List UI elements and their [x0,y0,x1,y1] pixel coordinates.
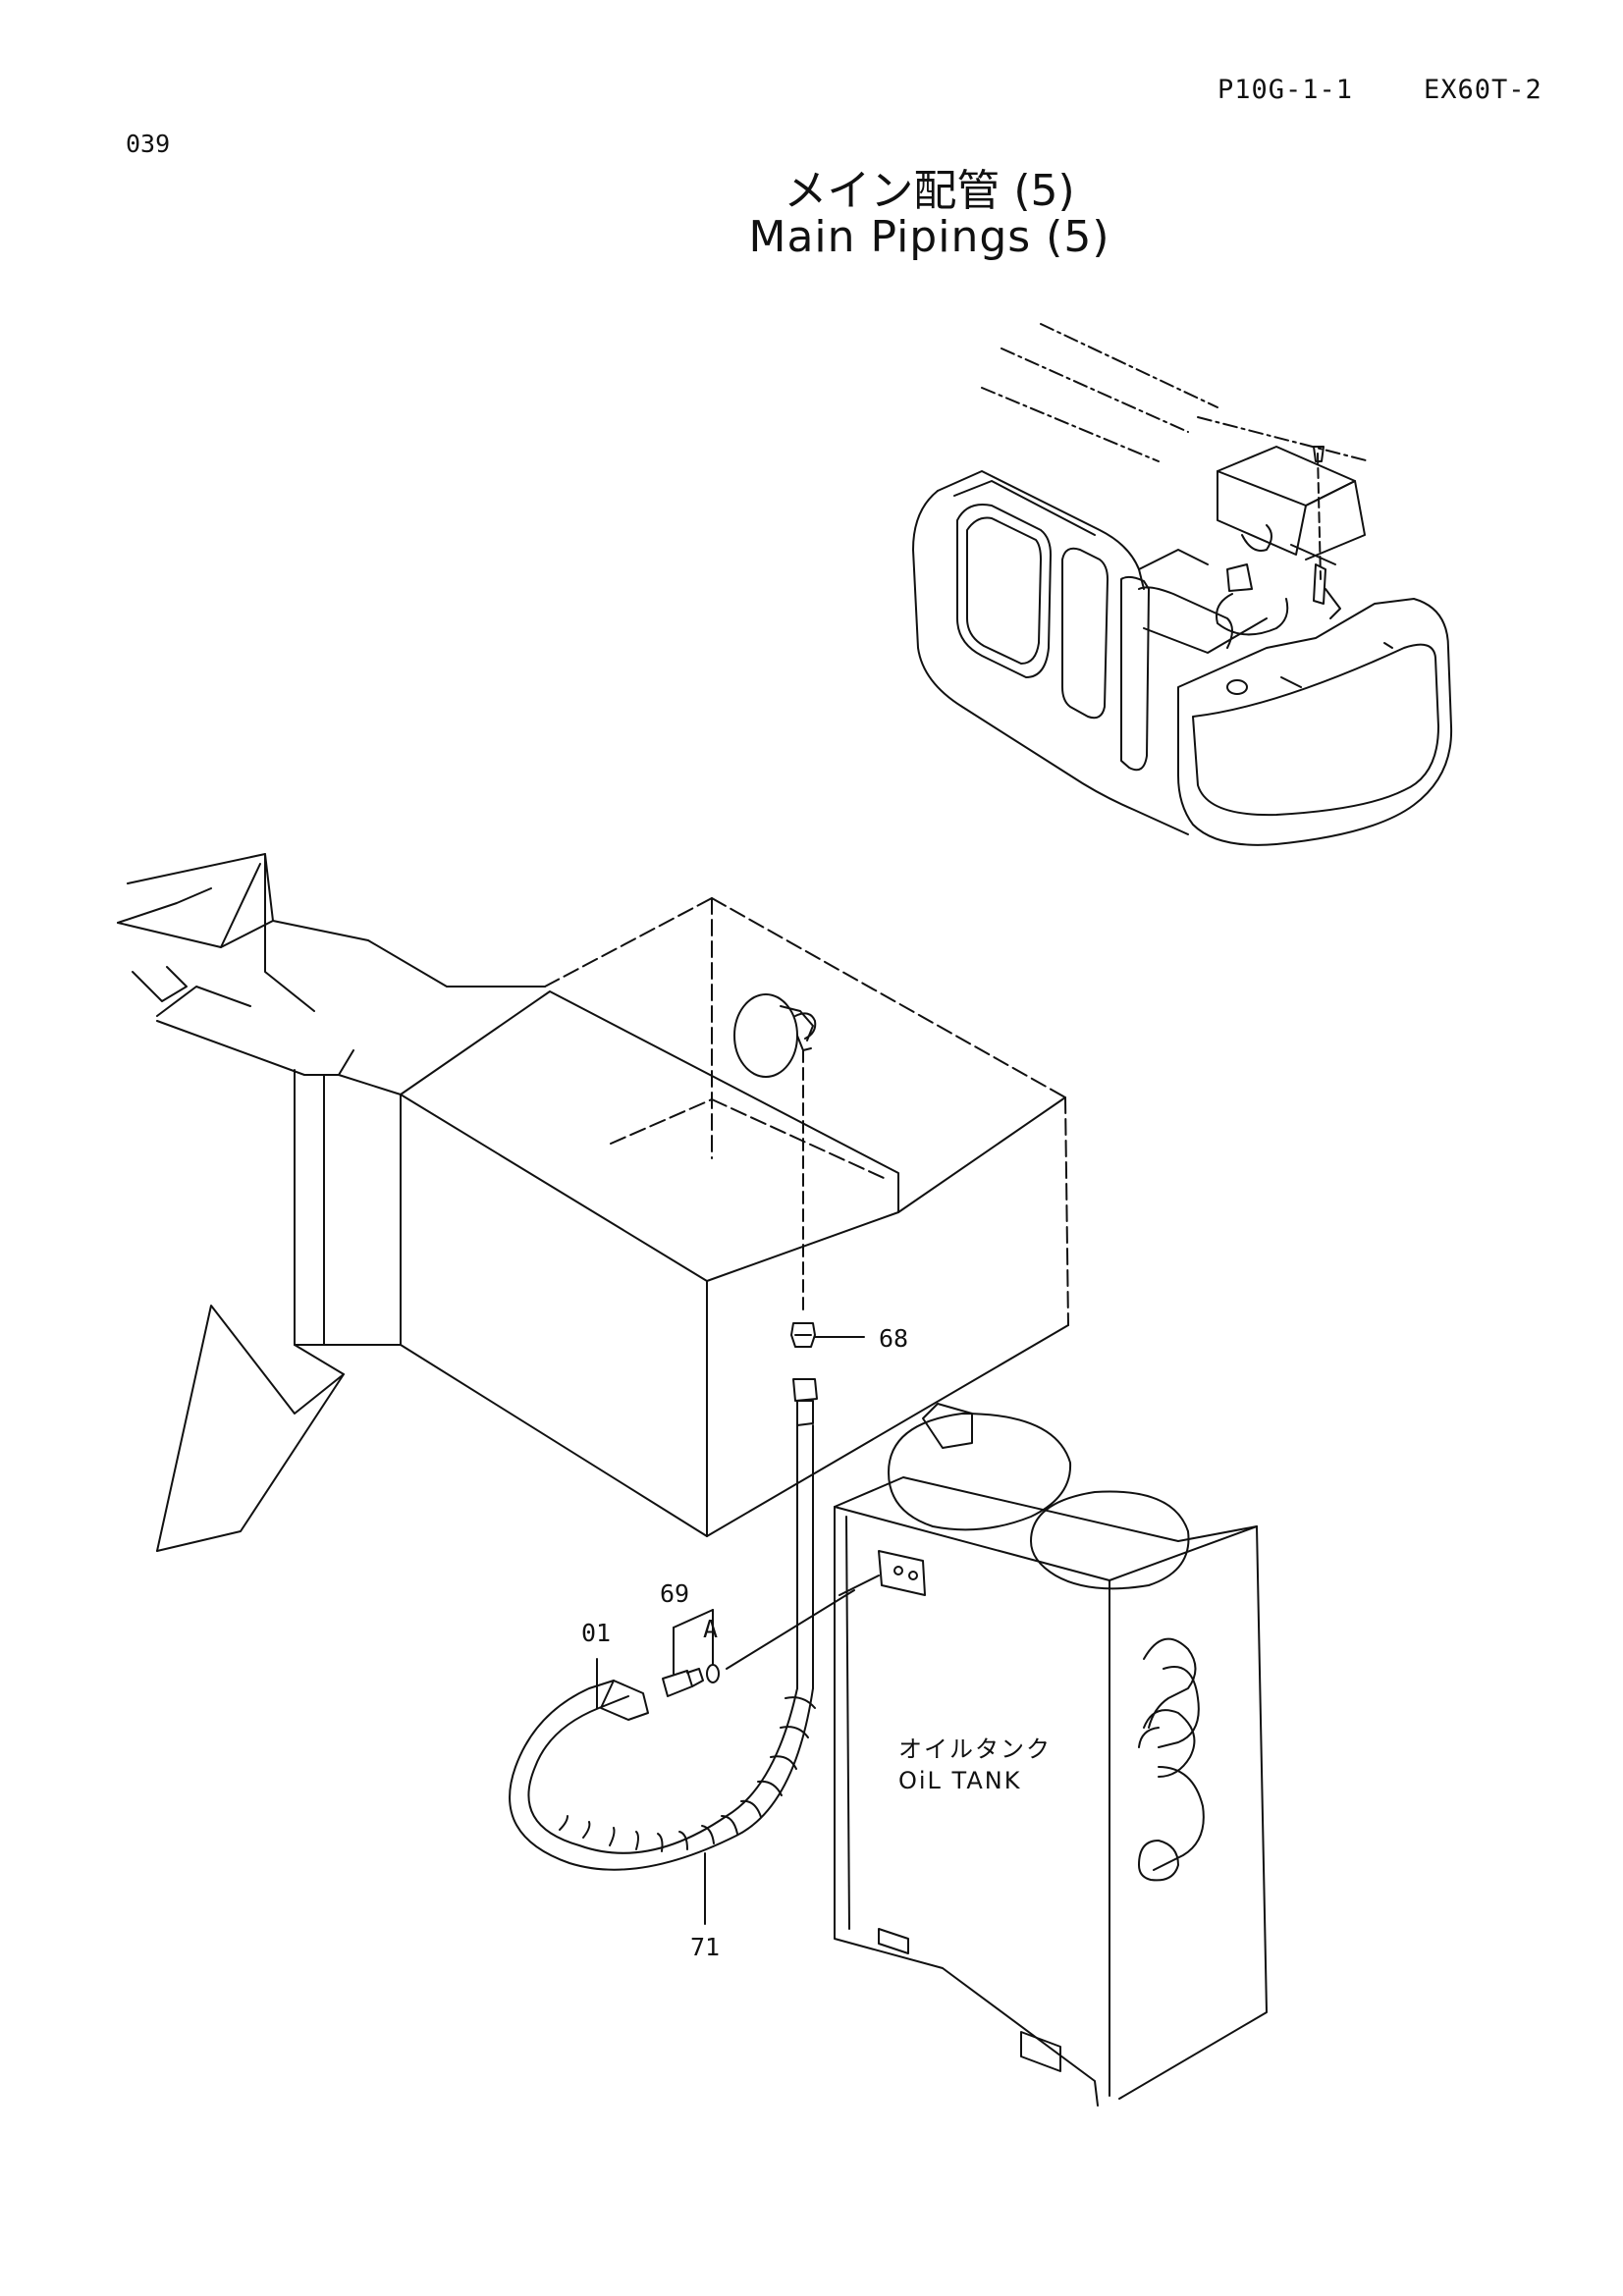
callout-69: 69 [660,1579,689,1608]
model-code: EX60T-2 [1424,75,1542,105]
machine-overview-illustration [912,323,1453,846]
callout-01: 01 [581,1619,611,1647]
title-english: Main Pipings (5) [748,212,1110,262]
callout-71: 71 [690,1933,720,1961]
oil-tank-label-japanese: オイルタンク [898,1735,1052,1763]
callout-a: A [703,1615,718,1643]
page-number: 039 [126,130,171,158]
fuel-tank-illustration [117,853,1069,1925]
callout-68: 68 [879,1324,908,1353]
oil-tank-label-english: OiL TANK [898,1767,1021,1794]
catalog-code: P10G-1-1 [1217,75,1354,105]
title-japanese: メイン配管 (5) [784,166,1075,216]
oil-tank-illustration [834,1403,1268,2107]
